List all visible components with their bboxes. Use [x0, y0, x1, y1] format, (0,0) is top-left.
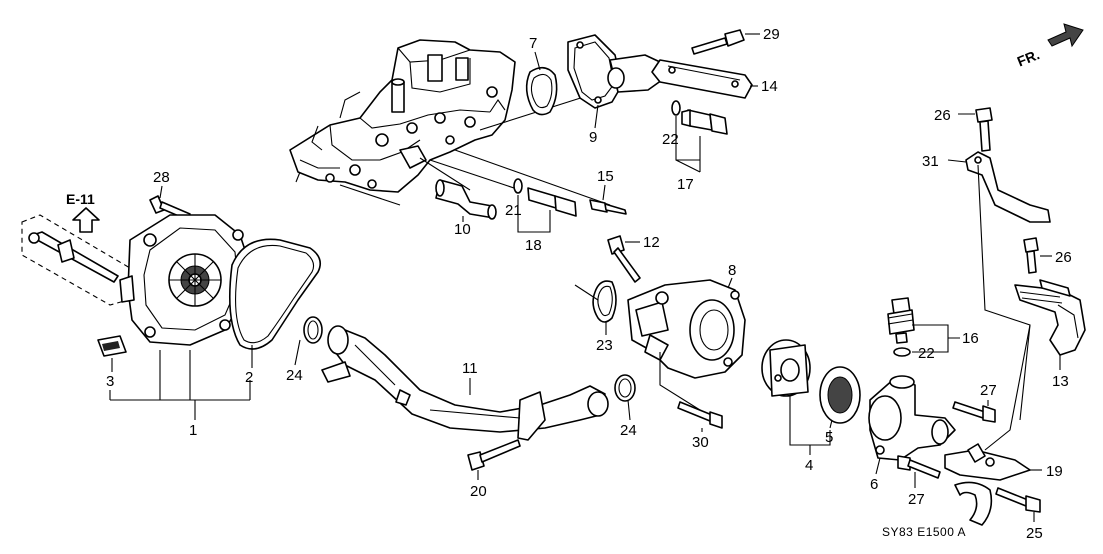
leader-16: [912, 324, 960, 353]
callout-10: 10: [454, 221, 471, 238]
part-2-pump-gasket: [228, 238, 321, 350]
part-10-fitting: [435, 179, 497, 220]
part-23-gasket: [592, 280, 617, 323]
callout-22-top: 22: [662, 131, 679, 148]
part-7-gasket: [525, 66, 558, 116]
leader-engine-to-15: [454, 149, 611, 206]
part-16-sensor: [887, 297, 915, 344]
leader-engine-to-10: [419, 157, 471, 191]
leader-4: [789, 396, 831, 455]
diagram-code: SY83 E1500 A: [882, 525, 966, 539]
part-9-water-outlet: [567, 34, 663, 109]
callout-5: 5: [825, 429, 833, 446]
leader-engine-to-18: [429, 159, 521, 191]
callout-19: 19: [1046, 463, 1063, 480]
part-24-o-ring-left: [303, 316, 323, 344]
callout-27-upper: 27: [980, 382, 997, 399]
callout-24-left: 24: [286, 367, 303, 384]
callout-30: 30: [692, 434, 709, 451]
part-5-gasket: [819, 366, 861, 424]
part-clip: [954, 481, 993, 526]
callout-14: 14: [761, 78, 778, 95]
part-26-bolt-top: [975, 107, 993, 152]
callout-17: 17: [677, 176, 694, 193]
callout-7: 7: [529, 35, 537, 52]
leader-5: [829, 419, 833, 429]
part-18-sensor: [527, 187, 577, 217]
leader-1-bracket: [109, 350, 251, 420]
part-27-bolt-upper: [952, 401, 996, 423]
callout-3: 3: [106, 373, 114, 390]
leader-30-up: [659, 352, 701, 411]
leader-8: [727, 277, 733, 289]
callout-6: 6: [870, 476, 878, 493]
e11-arrow: [72, 207, 100, 233]
part-30-bolt: [677, 401, 723, 429]
callout-23: 23: [596, 337, 613, 354]
callout-2: 2: [245, 369, 253, 386]
callout-25: 25: [1026, 525, 1043, 542]
front-direction-arrow: [1047, 23, 1084, 48]
part-11-water-pipe: [321, 325, 609, 441]
part-25-bolt: [995, 487, 1041, 513]
part-24-o-ring-right: [614, 374, 636, 402]
leader-18: [517, 195, 551, 233]
leader-23: [574, 284, 607, 335]
callout-29: 29: [763, 26, 780, 43]
callout-8: 8: [728, 262, 736, 279]
callout-20: 20: [470, 483, 487, 500]
callout-21: 21: [505, 202, 522, 219]
callout-28: 28: [153, 169, 170, 186]
part-4-thermostat: [761, 339, 811, 397]
callout-22-right: 22: [918, 345, 935, 362]
part-6-thermostat-cover: [868, 375, 956, 461]
part-21-washer: [513, 178, 523, 194]
leader-6: [875, 457, 881, 475]
callout-31: 31: [922, 153, 939, 170]
callout-11: 11: [462, 360, 478, 377]
leader-31: [947, 159, 967, 163]
part-31-bracket: [965, 151, 1051, 223]
leader-9: [594, 104, 599, 129]
orientation-label: FR.: [1015, 46, 1042, 69]
callout-12: 12: [643, 234, 660, 251]
callout-1: 1: [189, 422, 197, 439]
callout-27-lower: 27: [908, 491, 925, 508]
part-26-bolt-mid: [1023, 237, 1039, 274]
callout-15: 15: [597, 168, 614, 185]
part-19-bracket: [944, 443, 1031, 481]
engine-block: [289, 39, 516, 206]
leader-24-right: [627, 399, 631, 421]
callout-24-right: 24: [620, 422, 637, 439]
leader-28: [159, 185, 163, 199]
leader-15: [602, 184, 606, 201]
part-17-sensor: [681, 109, 728, 135]
part-27-bolt-lower: [897, 455, 941, 479]
leader-24-left: [294, 339, 301, 366]
dashed-bolt-box: [21, 214, 131, 306]
part-14-bracket: [651, 59, 753, 99]
callout-9: 9: [589, 129, 597, 146]
part-13-clamp: [1014, 279, 1086, 356]
callout-26-top: 26: [934, 107, 951, 124]
part-15-sensor: [589, 199, 627, 215]
callout-16: 16: [962, 330, 979, 347]
callout-18: 18: [525, 237, 542, 254]
part-22-washer-top: [671, 100, 681, 116]
callout-4: 4: [805, 457, 813, 474]
leader-7: [534, 51, 541, 71]
part-20-bolt: [467, 439, 521, 471]
part-29-bolt: [691, 29, 745, 55]
part-12-bolt: [607, 235, 641, 283]
part-22-washer-right: [893, 347, 911, 357]
leader-wire-2: [1019, 324, 1031, 421]
callout-13: 13: [1052, 373, 1069, 390]
callout-26-mid: 26: [1055, 249, 1072, 266]
part-3-connector: [97, 335, 127, 357]
reference-label: E-11: [66, 191, 95, 207]
part-8-thermostat-housing: [627, 279, 746, 379]
